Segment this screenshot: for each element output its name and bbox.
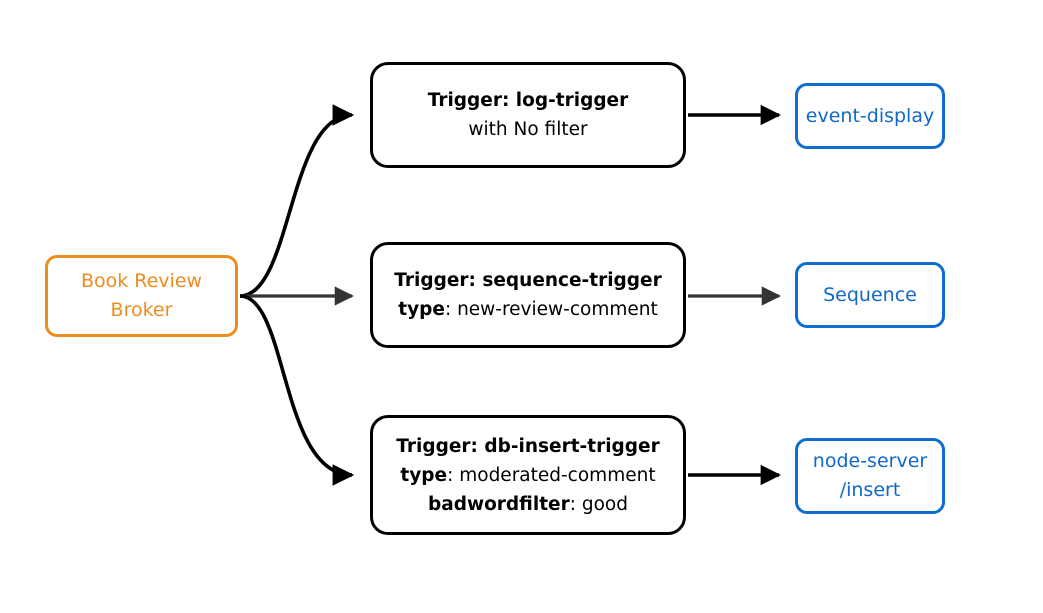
trigger-sequence-title: Trigger: sequence-trigger: [394, 270, 662, 291]
trigger-log-title: Trigger: log-trigger: [427, 90, 629, 111]
sink-event-display-label: event-display: [805, 104, 935, 127]
broker-label-line2: Broker: [110, 299, 173, 321]
trigger-db-insert-title: Trigger: db-insert-trigger: [396, 435, 660, 457]
edge-broker-to-db-insert-trigger: [239, 294, 355, 486]
node-book-review-broker[interactable]: Book Review Broker: [45, 255, 238, 337]
trigger-db-insert-detail-2: badwordfilter: good: [428, 493, 628, 515]
trigger-log-detail-1: with No filter: [468, 119, 588, 140]
sink-node-server-label-line1: node-server: [812, 450, 928, 472]
broker-label-line1: Book Review: [80, 270, 203, 292]
sink-sequence-label: Sequence: [823, 283, 917, 306]
node-trigger-log-trigger[interactable]: Trigger: log-trigger with No filter: [370, 62, 686, 168]
trigger-sequence-detail-1: type: new-review-comment: [398, 299, 658, 320]
node-sink-node-server-insert[interactable]: node-server /insert: [795, 438, 945, 514]
edge-broker-to-log-trigger: [239, 104, 355, 298]
sink-node-server-label-line2: /insert: [839, 479, 901, 501]
trigger-db-insert-detail-1: type: moderated-comment: [400, 464, 656, 486]
node-sink-sequence[interactable]: Sequence: [795, 262, 945, 328]
node-trigger-db-insert-trigger[interactable]: Trigger: db-insert-trigger type: moderat…: [370, 415, 686, 535]
node-trigger-sequence-trigger[interactable]: Trigger: sequence-trigger type: new-revi…: [370, 242, 686, 348]
node-sink-event-display[interactable]: event-display: [795, 83, 945, 149]
